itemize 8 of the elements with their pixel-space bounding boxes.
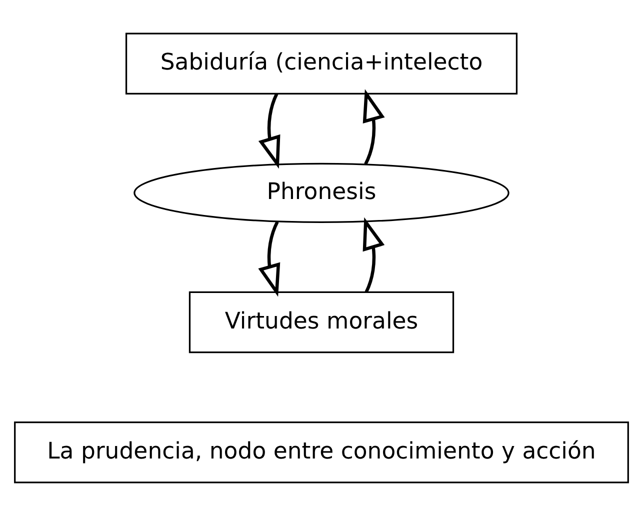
arrow	[258, 220, 280, 296]
arrow	[362, 216, 385, 292]
arrow	[362, 88, 385, 164]
node-box: La prudencia, nodo entre conocimiento y acción	[14, 421, 629, 483]
arrow	[258, 92, 280, 168]
node-box: Sabiduría (ciencia+intelecto	[125, 32, 518, 94]
node-box: Virtudes morales	[188, 290, 454, 353]
node-ellipse: Phronesis	[134, 162, 510, 223]
